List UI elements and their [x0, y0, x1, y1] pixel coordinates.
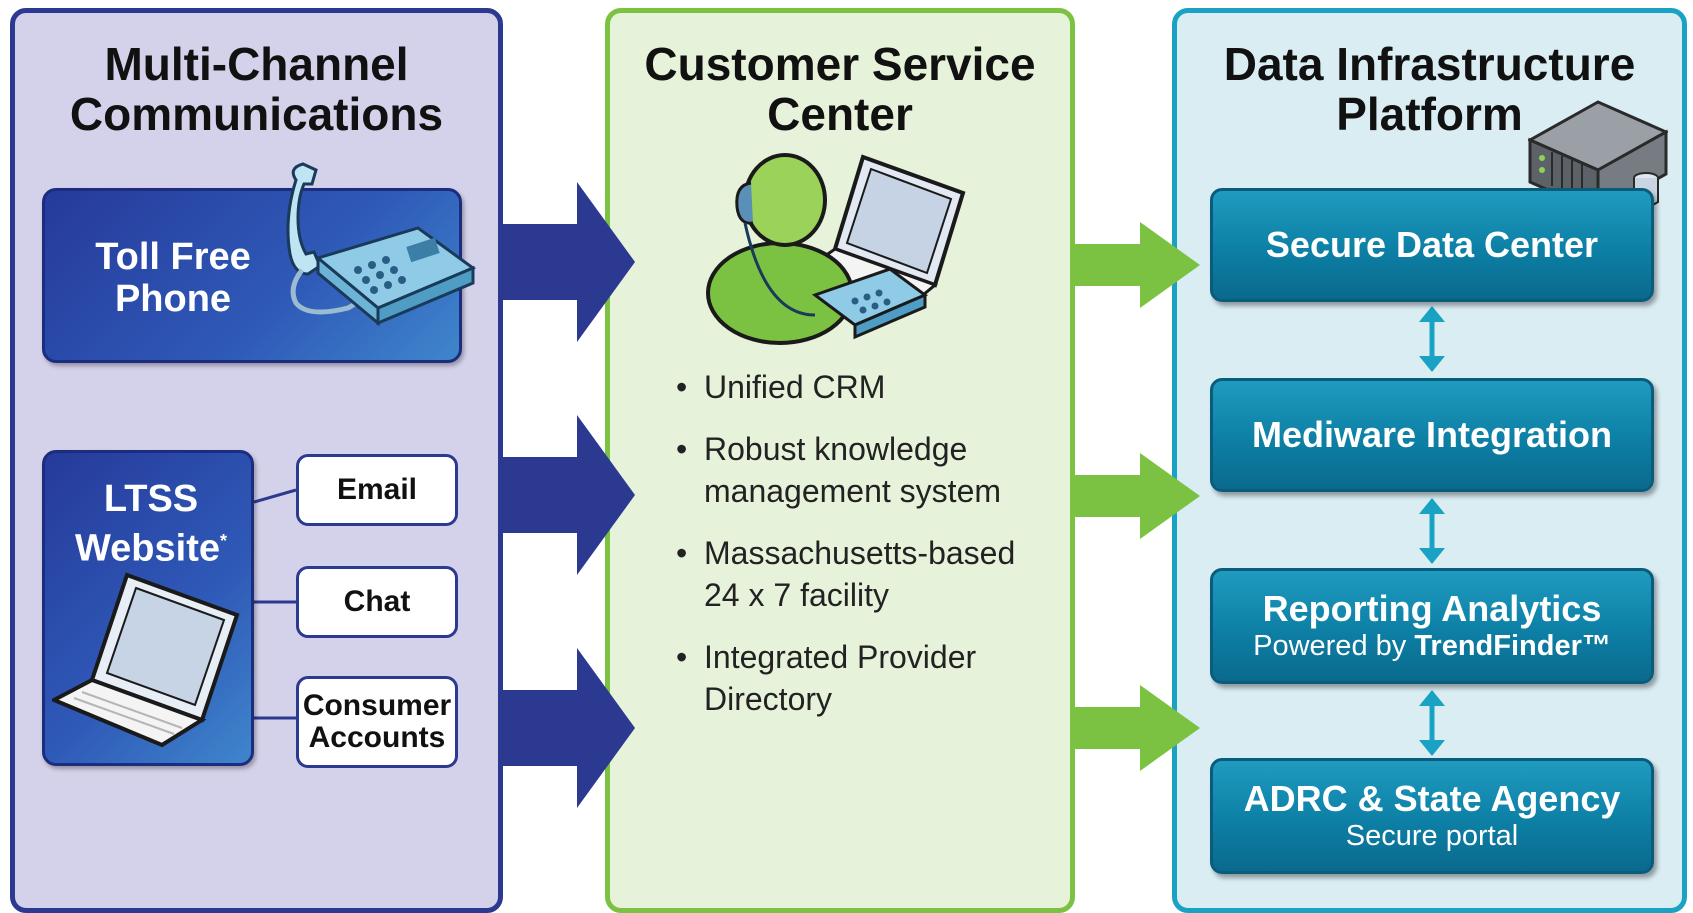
toll-free-phone-label: Toll Free Phone [73, 236, 273, 320]
multi-channel-title-line2: Communications [69, 88, 444, 140]
green-arrow-bottom [1075, 685, 1200, 771]
ltss-website-label: LTSS Website* [45, 478, 257, 570]
data-platform-title-line1: Data Infrastructure [1223, 38, 1636, 90]
feature-24x7-facility: Massachusetts-based 24 x 7 facility [676, 532, 1036, 616]
toll-free-line2: Phone [114, 278, 232, 320]
customer-service-title-line1: Customer Service [644, 38, 1036, 90]
customer-service-title: Customer Service Center [610, 39, 1070, 139]
chat-box: Chat [296, 566, 458, 638]
secure-data-center-title: Secure Data Center [1265, 224, 1599, 265]
blue-arrow-top [503, 182, 635, 342]
secure-data-center-box: Secure Data Center [1210, 188, 1654, 302]
blue-arrow-middle [503, 415, 635, 575]
feature-knowledge-management: Robust knowledge management system [676, 428, 1036, 512]
trendfinder-brand: TrendFinder™ [1414, 630, 1611, 662]
consumer-accounts-line1: Consumer [302, 689, 452, 722]
adrc-state-agency-title: ADRC & State Agency [1243, 778, 1621, 819]
consumer-accounts-box: Consumer Accounts [296, 676, 458, 768]
feature-unified-crm: Unified CRM [676, 366, 1036, 408]
multi-channel-title-line1: Multi-Channel [104, 38, 409, 90]
ltss-line1: LTSS [103, 478, 199, 520]
consumer-accounts-line2: Accounts [308, 721, 446, 754]
ltss-footnote-mark: * [220, 531, 228, 551]
mediware-integration-box: Mediware Integration [1210, 378, 1654, 492]
platform-connectors [1419, 306, 1445, 756]
customer-service-title-line2: Center [767, 88, 913, 140]
service-features-list: Unified CRM Robust knowledge management … [676, 366, 1036, 740]
toll-free-line1: Toll Free [95, 236, 251, 278]
multi-channel-title: Multi-Channel Communications [15, 39, 498, 139]
data-platform-title-line2: Platform [1336, 88, 1523, 140]
blue-arrow-bottom [503, 648, 635, 808]
agent-headset-icon [706, 153, 966, 345]
green-arrow-top [1075, 222, 1200, 308]
reporting-analytics-subtitle: Powered by TrendFinder™ [1213, 629, 1651, 663]
ltss-line2: Website [74, 527, 220, 570]
mediware-integration-title: Mediware Integration [1251, 414, 1613, 455]
laptop-icon [52, 572, 240, 748]
channel-connectors [253, 488, 297, 720]
feature-provider-directory: Integrated Provider Directory [676, 636, 1036, 720]
reporting-analytics-box: Reporting Analytics Powered by TrendFind… [1210, 568, 1654, 684]
secure-portal-subtitle: Secure portal [1345, 820, 1519, 852]
email-box: Email [296, 454, 458, 526]
powered-by-text: Powered by [1253, 630, 1415, 662]
telephone-icon [286, 162, 477, 327]
green-arrow-middle [1075, 453, 1200, 539]
reporting-analytics-title: Reporting Analytics [1262, 588, 1602, 629]
adrc-state-agency-box: ADRC & State Agency Secure portal [1210, 758, 1654, 874]
data-platform-title: Data Infrastructure Platform [1177, 39, 1682, 139]
chat-label: Chat [343, 585, 411, 618]
email-label: Email [336, 473, 418, 506]
